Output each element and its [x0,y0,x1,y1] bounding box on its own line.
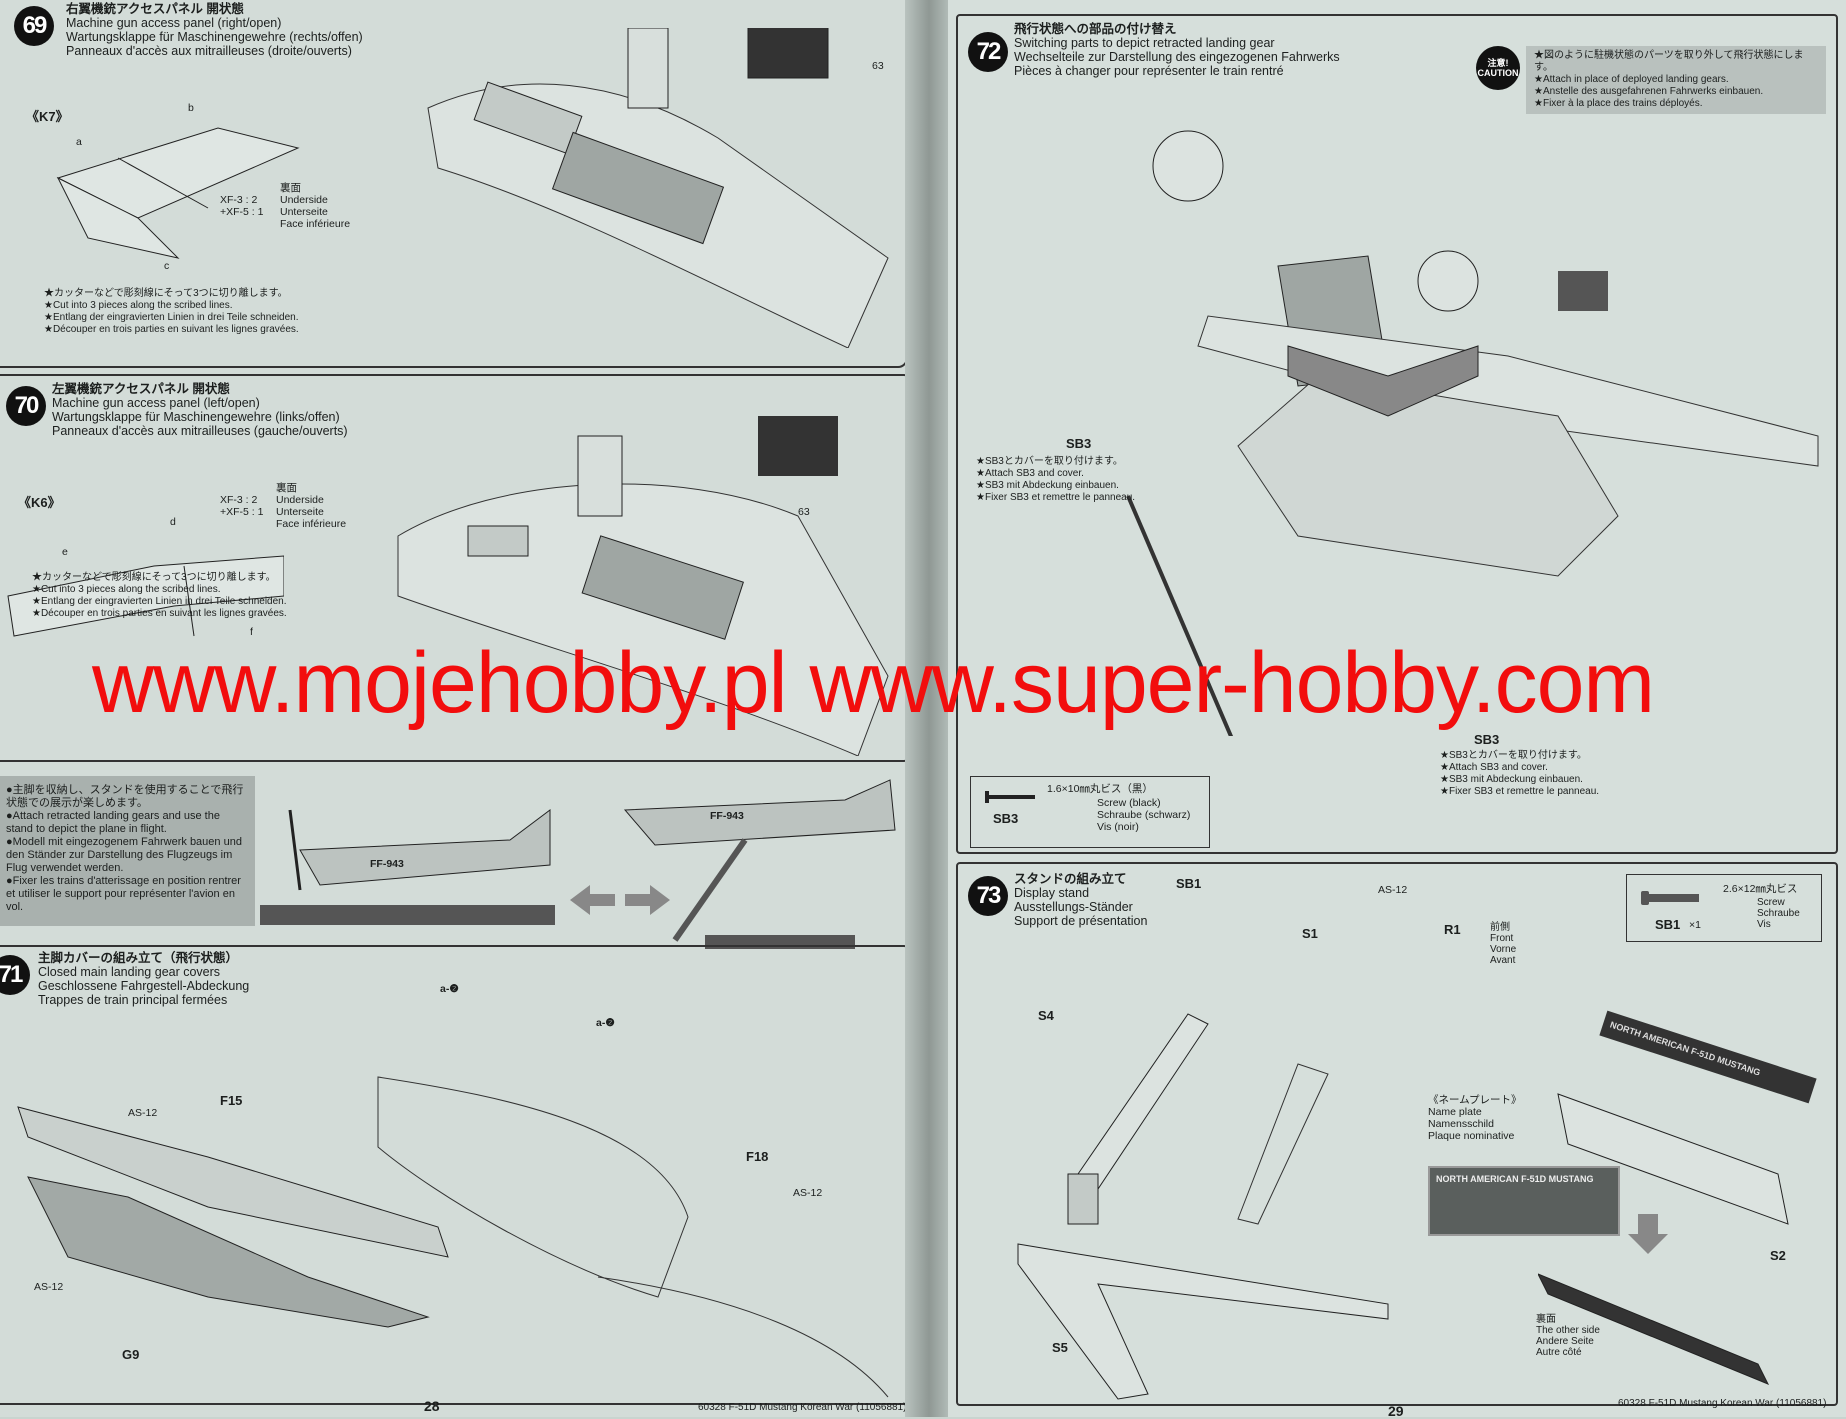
page-number: 29 [1388,1403,1404,1419]
step-number: 73 [968,876,1008,916]
gear-cover-drawing [17,1106,449,1328]
part-label-s1: S1 [1302,926,1318,941]
paint-label: AS-12 [1378,884,1408,896]
screw-sb3-legend: SB3 1.6×10㎜丸ビス（黒） Screw (black)Schraube … [970,776,1210,848]
screw-icon [1641,891,1699,905]
flight-display-note: ●主脚を収納し、スタンドを使用することで飛行状態での展示が楽しめます。●Atta… [0,776,255,926]
book-spine [905,0,953,1417]
plane-on-stand-illustration [623,779,896,949]
sb3-notes: ★SB3とカバーを取り付けます。★Attach SB3 and cover.★S… [976,456,1136,503]
part-label-s2: S2 [1770,1248,1786,1263]
caution-icon: 注意! CAUTION [1476,46,1520,90]
paint-label: AS-12 [34,1281,64,1293]
paint-label: AS-12 [793,1187,823,1199]
part-label-r1: R1 [1444,922,1461,937]
panel-parts-drawing [56,127,300,259]
wing-drawing [427,28,889,348]
plane-code: FF-943 [710,810,744,822]
screw-size: 1.6×10㎜丸ビス（黒） [1047,783,1153,795]
step-71-panel: 71 主脚カバーの組み立て（飛行状態）Closed main landing g… [0,945,908,1405]
paint-label: AS-12 [128,1107,158,1119]
step-number: 69 [14,6,54,46]
watermark: www.mojehobby.pl www.super-hobby.com [92,635,1655,731]
part-label: d [170,516,176,528]
screw-icon [985,791,1035,803]
step-number: 70 [6,386,46,426]
step-number: 72 [968,32,1008,72]
stand-drawing [1017,1013,1389,1400]
part-label-sb3: SB3 [1066,436,1092,451]
paint-mix: XF-3 : 2 +XF-5 : 1 [220,494,264,518]
wing-underside-drawing [377,1076,889,1398]
part-label: a [76,136,82,148]
part-label: c [164,260,170,272]
caution-notes: ★図のように駐機状態のパーツを取り外して飛行状態にします。★Attach in … [1526,46,1826,114]
step-69-panel: 69 右翼機銃アクセスパネル 開状態 Machine gun access pa… [0,0,908,368]
step-title: 主脚カバーの組み立て（飛行状態）Closed main landing gear… [38,951,250,1007]
nameplate-text: NORTH AMERICAN F-51D MUSTANG [1436,1174,1594,1184]
cut-notes: ★カッターなどで彫刻線にそって3つに切り離します。★Cut into 3 pie… [44,288,299,335]
screw-id: SB3 [993,811,1019,826]
screw-size: 2.6×12㎜丸ビス [1723,883,1798,895]
part-label-sb3: SB3 [1474,732,1500,747]
part-label-s4: S4 [1038,1008,1054,1023]
part-label-f15: F15 [220,1093,243,1108]
paint-mix: XF-3 : 2 +XF-5 : 1 [220,194,264,218]
footer-code: 60328 F-51D Mustang Korean War (11056881… [1618,1398,1827,1409]
step-title: 右翼機銃アクセスパネル 開状態 Machine gun access panel… [66,2,363,58]
cut-notes: ★カッターなどで彫刻線にそって3つに切り離します。★Cut into 3 pie… [32,572,287,619]
part-label: a-❷ [596,1017,615,1029]
plane-code: FF-943 [370,858,404,870]
wing-drawing [397,416,889,756]
page-number: 28 [424,1398,440,1414]
aircraft-exploded-drawing [1126,130,1819,736]
screw-description: Screw (black)Schraube (schwarz)Vis (noir… [1097,797,1191,833]
part-label: 63 [798,506,810,518]
part-label-s5: S5 [1052,1340,1068,1355]
part-label-g9: G9 [122,1347,140,1362]
screw-id: SB1 [1655,917,1681,932]
part-label: 63 [872,60,884,72]
sb3-notes: ★SB3とカバーを取り付けます。★Attach SB3 and cover.★S… [1440,750,1600,797]
part-label: f [250,626,253,638]
nameplate-decal: NORTH AMERICAN F-51D MUSTANG [1428,1166,1620,1236]
part-label-k7: 《K7》 [26,109,69,124]
nameplate-base-drawing [1538,1093,1789,1385]
swap-arrows-icon [570,885,670,915]
part-label: b [188,102,194,114]
panel-parts-drawing [7,555,284,637]
part-label-k6: 《K6》 [18,495,61,510]
footer-code: 60328 F-51D Mustang Korean War (11056881… [698,1402,907,1413]
plane-on-ground-illustration [260,809,555,925]
part-label-f18: F18 [746,1149,769,1164]
left-page: 69 右翼機銃アクセスパネル 開状態 Machine gun access pa… [0,0,910,1417]
part-label: e [62,546,68,558]
part-label-sb1: SB1 [1176,876,1202,891]
step-number: 71 [0,955,30,995]
screw-qty: ×1 [1689,919,1701,931]
part-label: a-❷ [440,983,459,995]
